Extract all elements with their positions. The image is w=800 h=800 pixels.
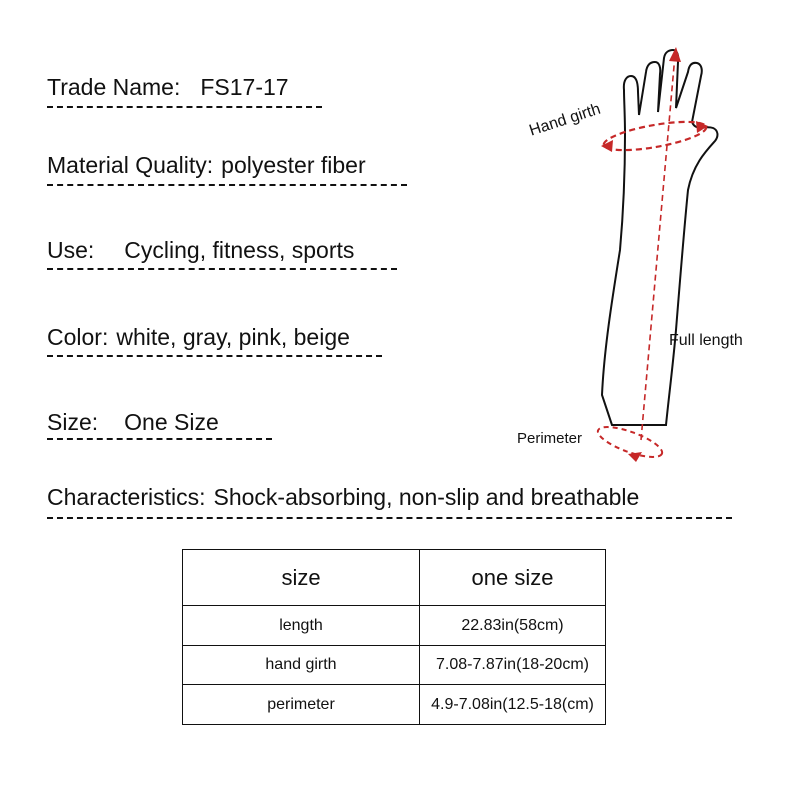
table-row: hand girth 7.08-7.87in(18-20cm)	[182, 644, 606, 686]
perimeter-label: Perimeter	[517, 430, 583, 447]
row-label: hand girth	[182, 644, 420, 686]
trade-name-value: FS17-17	[200, 74, 289, 100]
color-label: Color:	[47, 324, 109, 350]
spec-trade-name: Trade Name: FS17-17	[47, 76, 289, 99]
glove-diagram	[596, 47, 719, 462]
divider	[47, 106, 322, 108]
row-value: 4.9-7.08in(12.5-18(cm)	[419, 684, 606, 725]
table-header-row: size one size	[182, 548, 606, 607]
characteristics-value: Shock-absorbing, non-slip and breathable	[213, 484, 640, 510]
divider	[47, 517, 732, 519]
use-value: Cycling, fitness, sports	[124, 237, 355, 263]
material-label: Material Quality:	[47, 152, 214, 178]
row-value: 7.08-7.87in(18-20cm)	[419, 644, 606, 686]
row-label: length	[182, 605, 420, 646]
spec-size: Size: One Size	[47, 411, 219, 434]
use-label: Use:	[47, 237, 95, 263]
row-label: perimeter	[182, 684, 420, 725]
hand-girth-arrow-right	[696, 121, 708, 133]
color-value: white, gray, pink, beige	[116, 324, 350, 350]
row-value: 22.83in(58cm)	[419, 605, 606, 646]
hand-girth-ring	[602, 120, 708, 152]
spec-color: Color: white, gray, pink, beige	[47, 326, 350, 349]
perimeter-ring	[596, 426, 664, 458]
size-value: One Size	[124, 409, 219, 435]
characteristics-label: Characteristics:	[47, 484, 206, 510]
full-length-arrowhead	[669, 47, 681, 62]
size-label: Size:	[47, 409, 99, 435]
trade-name-label: Trade Name:	[47, 74, 181, 100]
spec-characteristics: Characteristics: Shock-absorbing, non-sli…	[47, 486, 639, 509]
divider	[47, 355, 382, 357]
spec-material: Material Quality: polyester fiber	[47, 154, 366, 177]
divider	[47, 438, 272, 440]
divider	[47, 268, 397, 270]
size-table: size one size length 22.83in(58cm) hand …	[182, 548, 606, 725]
perimeter-arrow	[628, 452, 642, 462]
material-value: polyester fiber	[221, 152, 366, 178]
header-one-size: one size	[419, 548, 606, 607]
table-row: perimeter 4.9-7.08in(12.5-18(cm)	[182, 684, 606, 725]
full-length-line	[640, 54, 676, 441]
header-size: size	[182, 548, 420, 607]
full-length-label: Full length	[669, 332, 743, 349]
hand-girth-arrow-left	[601, 140, 613, 152]
divider	[47, 184, 407, 186]
glove-outline	[600, 48, 719, 426]
table-row: length 22.83in(58cm)	[182, 605, 606, 646]
spec-use: Use: Cycling, fitness, sports	[47, 239, 354, 262]
